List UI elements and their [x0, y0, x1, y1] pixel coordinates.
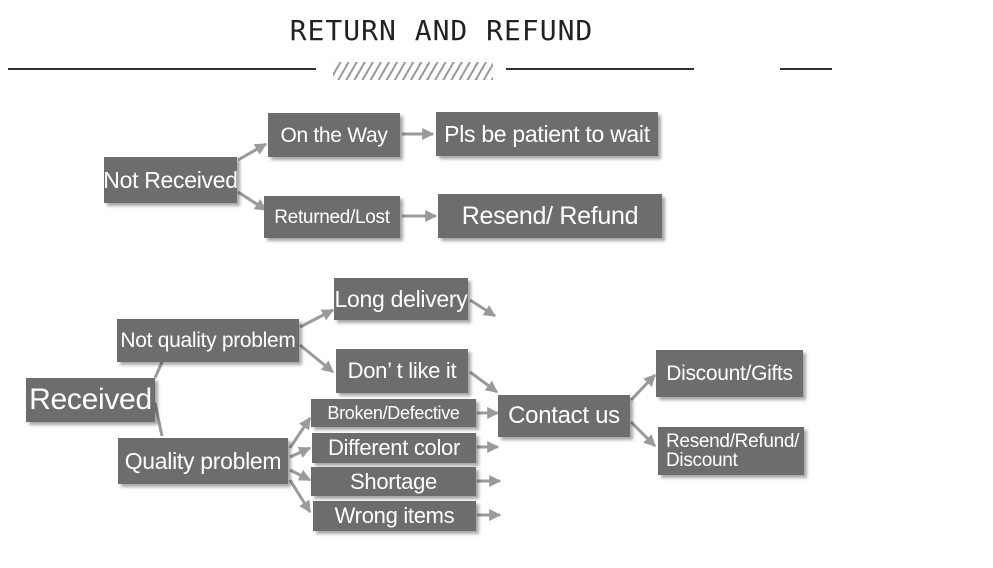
arrow-contact-to-discount-gifts — [629, 373, 657, 402]
node-resend-refund: Resend/ Refund — [438, 194, 662, 238]
node-not-received: Not Received — [103, 157, 238, 203]
arrow-not-received-to-returned-lost — [237, 190, 268, 212]
title-hatch-decoration — [333, 62, 493, 80]
arrow-long-delivery-out — [469, 298, 497, 318]
node-dont-like-it: Don’ t like it — [336, 349, 468, 393]
page-title: RETURN AND REFUND — [289, 14, 594, 47]
node-long-delivery: Long delivery — [334, 278, 468, 320]
node-not-quality-problem: Not quality problem — [117, 319, 299, 362]
node-discount-gifts: Discount/Gifts — [656, 350, 803, 397]
title-rule-right — [506, 68, 694, 70]
node-received: Received — [26, 378, 155, 422]
node-wrong-items: Wrong items — [313, 501, 476, 531]
node-broken-defective: Broken/Defective — [311, 399, 476, 427]
node-quality-problem: Quality problem — [118, 438, 288, 484]
arrow-dont-like-to-contact — [469, 370, 498, 394]
node-shortage: Shortage — [311, 467, 476, 496]
node-different-color: Different color — [312, 433, 476, 463]
arrow-quality-to-wrong-items — [288, 479, 312, 514]
arrow-quality-to-broken — [288, 417, 312, 449]
arrow-quality-to-different-color — [289, 446, 312, 459]
arrow-quality-to-shortage — [289, 468, 312, 482]
arrow-not-received-to-on-the-way — [237, 142, 268, 162]
arrow-not-quality-to-dont-like — [299, 343, 334, 374]
node-returned-lost: Returned/Lost — [264, 196, 400, 238]
connector-received-to-not-quality — [153, 361, 164, 379]
node-on-the-way: On the Way — [268, 113, 400, 157]
title-rule-left — [8, 68, 316, 70]
node-resend-refund-discount: Resend/Refund/ Discount — [658, 427, 804, 475]
arrow-not-quality-to-long-delivery — [299, 308, 335, 329]
arrow-contact-to-resend-refund-discount — [629, 420, 657, 448]
node-pls-be-patient: Pls be patient to wait — [436, 112, 658, 156]
title-rule-far-right — [780, 68, 832, 70]
node-contact-us: Contact us — [498, 395, 630, 437]
connector-received-to-quality — [153, 402, 164, 437]
